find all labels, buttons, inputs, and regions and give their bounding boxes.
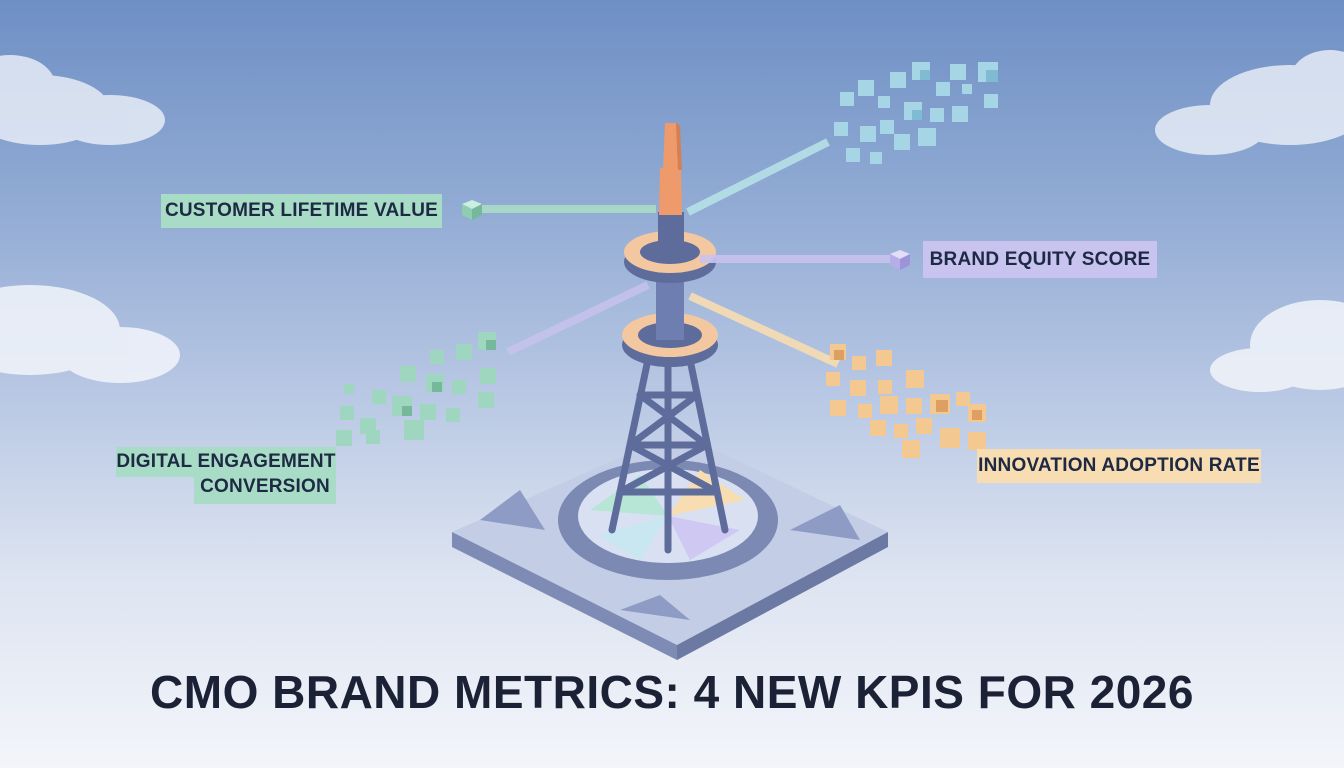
kpi-label-customer-lifetime-value: CUSTOMER LIFETIME VALUE — [161, 194, 442, 228]
data-cube-cluster-peach — [826, 344, 986, 458]
data-cube-cluster-peach-shade — [834, 350, 982, 420]
data-cube-icon — [890, 250, 910, 270]
radio-tower-icon — [608, 346, 729, 554]
tower-spire — [659, 123, 682, 215]
kpi-label-conversion: CONVERSION — [194, 472, 336, 504]
data-cube-cluster-green-shade — [402, 340, 496, 416]
kpi-label-brand-equity-score: BRAND EQUITY SCORE — [923, 241, 1157, 278]
cloud-icon — [0, 285, 180, 383]
kpi-label-innovation-adoption-rate: INNOVATION ADOPTION RATE — [977, 449, 1261, 483]
data-cube-cluster-blue — [834, 62, 998, 164]
cloud-icon — [1210, 300, 1344, 392]
data-cube-cluster-green — [336, 332, 496, 446]
connector-beams — [470, 138, 890, 368]
cloud-icon — [1155, 50, 1344, 155]
page-title: CMO BRAND METRICS: 4 NEW KPIS FOR 2026 — [150, 666, 1194, 718]
data-cube-icon — [462, 200, 482, 220]
tower-upper-shaft — [658, 212, 684, 257]
data-cube-cluster-blue-shade — [912, 70, 998, 120]
cloud-icon — [0, 55, 165, 145]
